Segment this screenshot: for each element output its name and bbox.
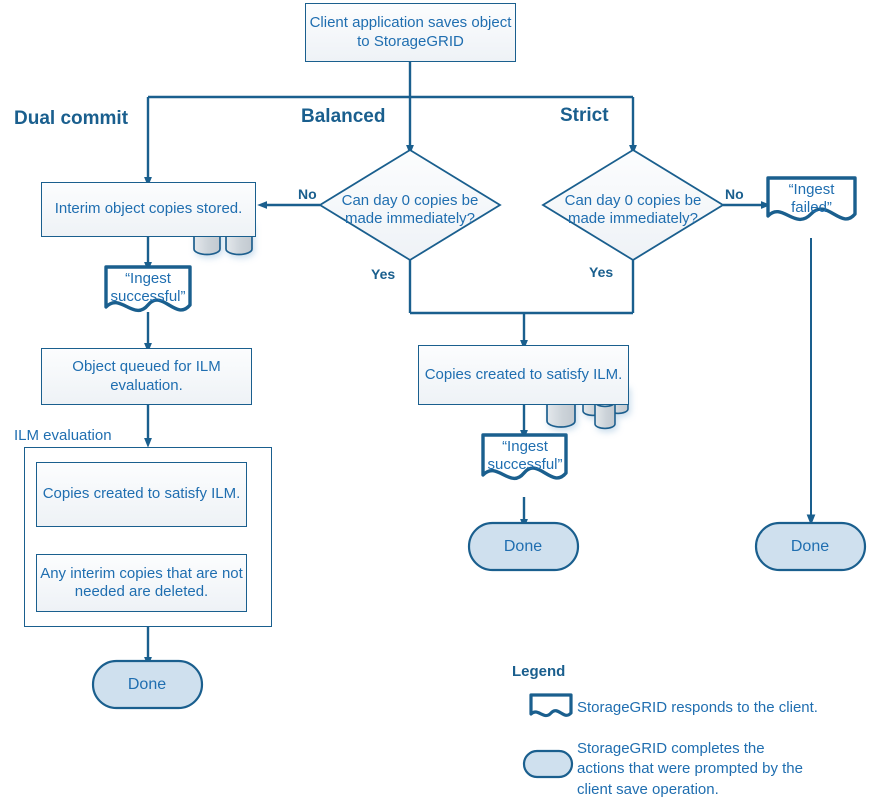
decision-balanced-line2: made immediately? (344, 210, 476, 228)
edge-label-balanced-yes: Yes (371, 266, 395, 282)
strict-no-label: No (725, 186, 744, 202)
legend-terminator-label: StorageGRID completes the actions that w… (577, 740, 803, 798)
object-queued-label: Object queued for ILM evaluation. (72, 358, 221, 394)
object-queued-box[interactable]: Object queued for ILM evaluation. (41, 348, 252, 405)
edge-yes-merge (408, 260, 635, 350)
copies-created-left-box[interactable]: Copies created to satisfy ILM. (36, 462, 247, 527)
legend-title-text: Legend (512, 663, 566, 680)
strict-yes-label: Yes (589, 264, 614, 280)
column-header-dual-commit: Dual commit (14, 108, 128, 130)
ilm-evaluation-group-label: ILM evaluation (14, 427, 112, 444)
done-right-text: Done (790, 538, 830, 555)
start-box[interactable]: Client application saves object to Stora… (305, 3, 516, 62)
edge-label-strict-no: No (725, 186, 744, 202)
interim-deleted-box[interactable]: Any interim copies that are not needed a… (36, 554, 247, 612)
interim-copies-label: Interim object copies stored. (54, 200, 243, 218)
legend-terminator-icon (522, 749, 574, 779)
ingest-successful-left-shape (104, 265, 192, 313)
ingest-successful-left-line2: successful” (110, 288, 186, 306)
ilm-evaluation-label-text: ILM evaluation (14, 427, 112, 444)
decision-balanced-text[interactable]: Can day 0 copies be made immediately? (330, 192, 490, 229)
edge-start-to-branch (144, 62, 637, 187)
done-right-label[interactable]: Done (755, 538, 865, 556)
column-header-balanced: Balanced (301, 106, 385, 128)
legend-title: Legend (512, 663, 565, 680)
done-left-label[interactable]: Done (92, 676, 202, 694)
legend-document-icon (529, 693, 573, 718)
decision-strict-text[interactable]: Can day 0 copies be made immediately? (553, 192, 713, 229)
interim-copies-box[interactable]: Interim object copies stored. (41, 182, 256, 237)
balanced-no-label: No (298, 186, 317, 202)
interim-deleted-label: Any interim copies that are not needed a… (40, 564, 243, 600)
copies-created-mid-label: Copies created to satisfy ILM. (424, 365, 623, 383)
ingest-failed-line1: “Ingest (788, 181, 835, 198)
decision-balanced-line1: Can day 0 copies be (341, 192, 479, 209)
copies-created-left-label: Copies created to satisfy ILM. (42, 485, 241, 503)
balanced-yes-label: Yes (371, 266, 396, 282)
legend-document-label: StorageGRID responds to the client. (577, 699, 818, 716)
done-mid-text: Done (503, 538, 543, 555)
ingest-successful-left-line1: “Ingest (125, 270, 171, 287)
start-box-label: Client application saves object to Stora… (309, 14, 512, 50)
ingest-failed-shape (766, 176, 857, 222)
ingest-successful-mid-line2: successful” (487, 456, 563, 474)
ingest-failed-text: “Ingest failed” (769, 181, 854, 218)
column-header-dual-commit-label: Dual commit (14, 108, 129, 129)
done-mid-label[interactable]: Done (468, 538, 578, 556)
edge-label-balanced-no: No (298, 186, 317, 202)
done-right-shape (754, 521, 867, 572)
legend-item-terminator-text: StorageGRID completes the actions that w… (577, 739, 812, 800)
ingest-successful-left-text: “Ingest successful” (106, 270, 190, 307)
done-mid-shape (467, 521, 580, 572)
decision-strict-line1: Can day 0 copies be (564, 192, 702, 209)
done-left-shape (91, 659, 204, 710)
edge-label-strict-yes: Yes (589, 264, 613, 280)
ingest-successful-mid-text: “Ingest successful” (483, 438, 567, 475)
copies-created-mid-box[interactable]: Copies created to satisfy ILM. (418, 345, 629, 405)
legend-item-document-text: StorageGRID responds to the client. (577, 698, 847, 718)
column-header-strict-label: Strict (560, 105, 609, 126)
ingest-successful-mid-line1: “Ingest (502, 438, 548, 455)
done-left-text: Done (127, 676, 167, 693)
ingest-failed-line2: failed” (791, 199, 832, 217)
column-header-strict: Strict (560, 105, 609, 127)
ingest-successful-mid-shape (481, 433, 568, 481)
decision-strict-line2: made immediately? (567, 210, 699, 228)
column-header-balanced-label: Balanced (301, 106, 386, 127)
